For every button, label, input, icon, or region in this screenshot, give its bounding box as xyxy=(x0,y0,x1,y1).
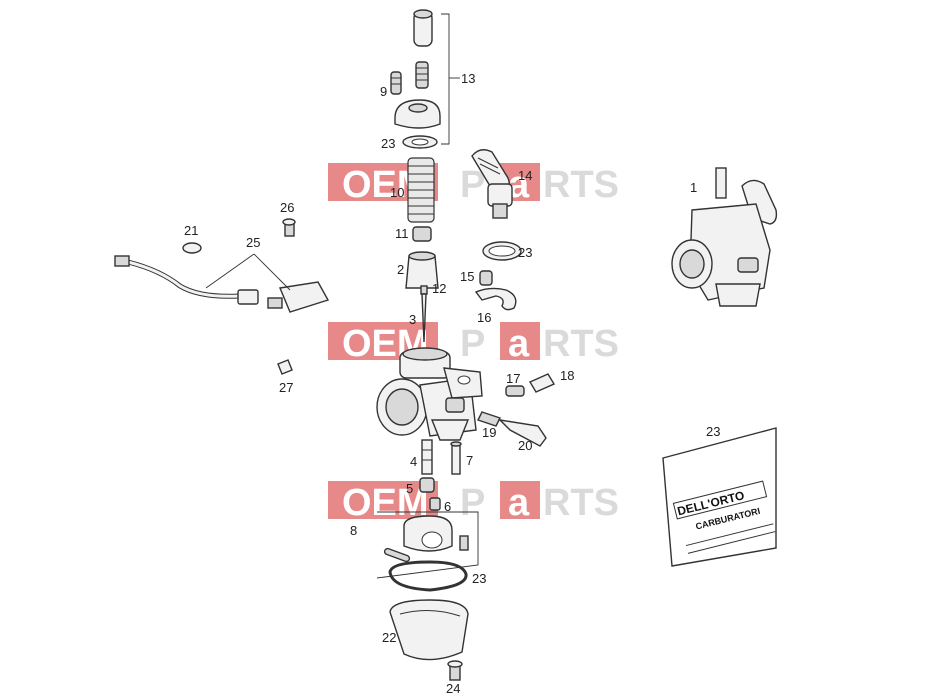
callout-10: 10 xyxy=(390,185,404,200)
screw-26 xyxy=(282,218,296,237)
adjuster-screw xyxy=(415,61,429,89)
callout-8: 8 xyxy=(350,523,357,538)
callout-2: 2 xyxy=(397,262,404,277)
callout-7: 7 xyxy=(466,453,473,468)
float-8 xyxy=(383,515,469,563)
float-bowl-22 xyxy=(389,599,469,661)
callout-5: 5 xyxy=(406,481,413,496)
watermark-text: a xyxy=(508,164,530,206)
float-group-box-8 xyxy=(376,511,479,579)
needle-clip-11 xyxy=(412,226,432,242)
screw-15 xyxy=(479,270,493,286)
watermark-text: a xyxy=(508,323,530,365)
bracket-13 xyxy=(441,13,450,145)
callout-23-kit: 23 xyxy=(706,424,720,439)
throttle-valve-2 xyxy=(405,251,439,289)
throttle-cable-adjuster xyxy=(413,9,433,47)
callout-24: 24 xyxy=(446,681,460,696)
top-cover xyxy=(394,99,441,129)
spring-19 xyxy=(477,411,501,427)
callout-13: 13 xyxy=(461,71,475,86)
callout-15: 15 xyxy=(460,269,474,284)
throttle-spring xyxy=(407,157,435,223)
idle-screw-20 xyxy=(497,418,547,447)
jet-5 xyxy=(419,477,435,493)
callout-22: 22 xyxy=(382,630,396,645)
emulsion-tube-4 xyxy=(421,439,433,475)
watermark-text: RTS xyxy=(543,164,619,206)
callout-23-choke: 23 xyxy=(518,245,532,260)
callout-17: 17 xyxy=(506,371,520,386)
screw-18 xyxy=(528,373,556,393)
callout-11: 11 xyxy=(395,226,409,241)
watermark-text: P xyxy=(460,323,485,365)
screw-24 xyxy=(447,660,463,681)
callout-23-top: 23 xyxy=(381,136,395,151)
bracket-16 xyxy=(474,287,517,311)
clip-27 xyxy=(277,359,293,375)
callout-27: 27 xyxy=(279,380,293,395)
screw-9 xyxy=(390,71,402,95)
callout-9: 9 xyxy=(380,84,387,99)
heater-wiring-25 xyxy=(114,255,330,313)
callout-21: 21 xyxy=(184,223,198,238)
callout-14: 14 xyxy=(518,168,532,183)
callout-16: 16 xyxy=(477,310,491,325)
callout-23-bowl: 23 xyxy=(472,571,486,586)
needle-3 xyxy=(420,285,428,343)
watermark-text: P xyxy=(460,482,485,524)
float-bowl-gasket-23 xyxy=(388,560,468,592)
gasket-kit-bag-23: DELL'ORTO CARBURATORI xyxy=(662,427,777,567)
carburetor-body xyxy=(376,347,483,441)
spring-17 xyxy=(505,385,525,397)
watermark-top: OEM P a RTS xyxy=(328,163,619,206)
callout-4: 4 xyxy=(410,454,417,469)
watermark-bottom: OEM P a RTS xyxy=(328,481,619,524)
callout-19: 19 xyxy=(482,425,496,440)
callout-3: 3 xyxy=(409,312,416,327)
watermark-middle: OEM P a RTS xyxy=(328,322,619,365)
jet-6 xyxy=(429,497,441,511)
callout-18: 18 xyxy=(560,368,574,383)
callout-6: 6 xyxy=(444,499,451,514)
callout-12: 12 xyxy=(432,281,446,296)
watermark-text: RTS xyxy=(543,323,619,365)
cover-gasket-23-top xyxy=(402,135,438,149)
pin-7 xyxy=(450,441,462,475)
watermark-text: a xyxy=(508,482,530,524)
gasket-23-right xyxy=(482,241,522,261)
callout-26: 26 xyxy=(280,200,294,215)
callout-25: 25 xyxy=(246,235,260,250)
assembled-carburetor-1 xyxy=(671,167,778,307)
hose-clip-21 xyxy=(182,242,202,254)
choke-lever-14 xyxy=(471,149,513,219)
callout-20: 20 xyxy=(518,438,532,453)
callout-1: 1 xyxy=(690,180,697,195)
watermark-text: RTS xyxy=(543,482,619,524)
